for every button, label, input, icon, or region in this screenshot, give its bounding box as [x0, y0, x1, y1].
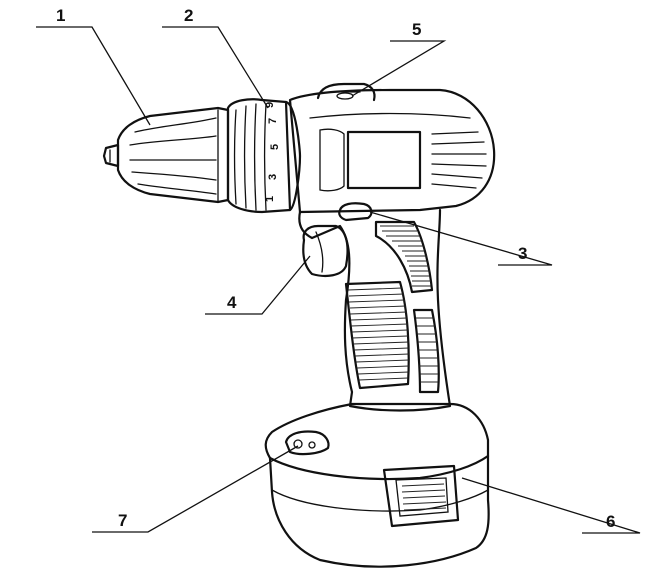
- dial-number: 5: [269, 144, 281, 150]
- callout-number: 4: [227, 293, 237, 312]
- dial-number: 1: [264, 196, 276, 202]
- handle: [298, 208, 452, 412]
- callout-number: 6: [606, 512, 615, 531]
- dial-number: 7: [267, 118, 279, 124]
- direction-switch: [316, 82, 376, 102]
- callout-number: 5: [412, 20, 421, 39]
- torque-collar: 1 3 5 7 9: [226, 98, 302, 214]
- callout-number: 7: [118, 511, 127, 530]
- callout-number: 1: [56, 6, 65, 25]
- callout-number: 3: [518, 244, 527, 263]
- chuck: [102, 106, 230, 204]
- motor-housing: [288, 88, 496, 214]
- trigger: [302, 224, 349, 277]
- leader-lines: [36, 26, 641, 534]
- dial-number: 9: [264, 102, 276, 108]
- lock-button: [338, 202, 373, 222]
- dial-number: 3: [267, 174, 279, 180]
- callout-number: 2: [184, 6, 193, 25]
- battery-pack: [264, 402, 490, 568]
